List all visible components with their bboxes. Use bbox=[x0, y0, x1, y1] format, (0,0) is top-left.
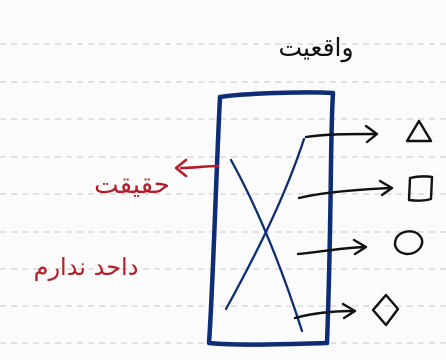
arrow-to-diamond bbox=[293, 302, 357, 320]
triangle-icon bbox=[405, 119, 433, 143]
diamond-icon bbox=[371, 293, 400, 327]
square-icon bbox=[407, 175, 434, 202]
title-group: واقعیت bbox=[278, 33, 353, 63]
circle-icon bbox=[393, 230, 424, 256]
arrow-to-square bbox=[297, 179, 394, 200]
arrows-group bbox=[293, 124, 394, 320]
arrow-head-3 bbox=[352, 238, 368, 256]
arrow-shaft-2 bbox=[297, 186, 392, 200]
shapes-group bbox=[371, 119, 434, 327]
arrow-to-triangle bbox=[304, 124, 379, 144]
arrow-shaft-4 bbox=[293, 309, 356, 320]
unit-phrase: داحد ندارم bbox=[34, 253, 139, 281]
cross-line-right bbox=[224, 137, 306, 311]
reality-title: واقعیت bbox=[278, 33, 353, 63]
box-outline bbox=[206, 90, 336, 347]
red-annotation: حقیقت داحد ندارم bbox=[34, 158, 220, 281]
central-box bbox=[206, 90, 336, 347]
pointer-arrowhead bbox=[174, 158, 188, 178]
arrow-shaft-3 bbox=[296, 245, 366, 256]
arrow-head-2 bbox=[378, 179, 394, 197]
arrow-head-1 bbox=[364, 124, 379, 144]
arrow-shaft-1 bbox=[304, 132, 378, 139]
truth-word: حقیقت bbox=[94, 170, 170, 200]
red-pointer bbox=[174, 158, 220, 178]
pointer-line bbox=[179, 164, 220, 170]
arrow-to-circle bbox=[296, 238, 368, 256]
ruled-lines bbox=[0, 43, 446, 344]
arrow-head-4 bbox=[341, 302, 357, 320]
cross-line-left bbox=[229, 158, 304, 333]
